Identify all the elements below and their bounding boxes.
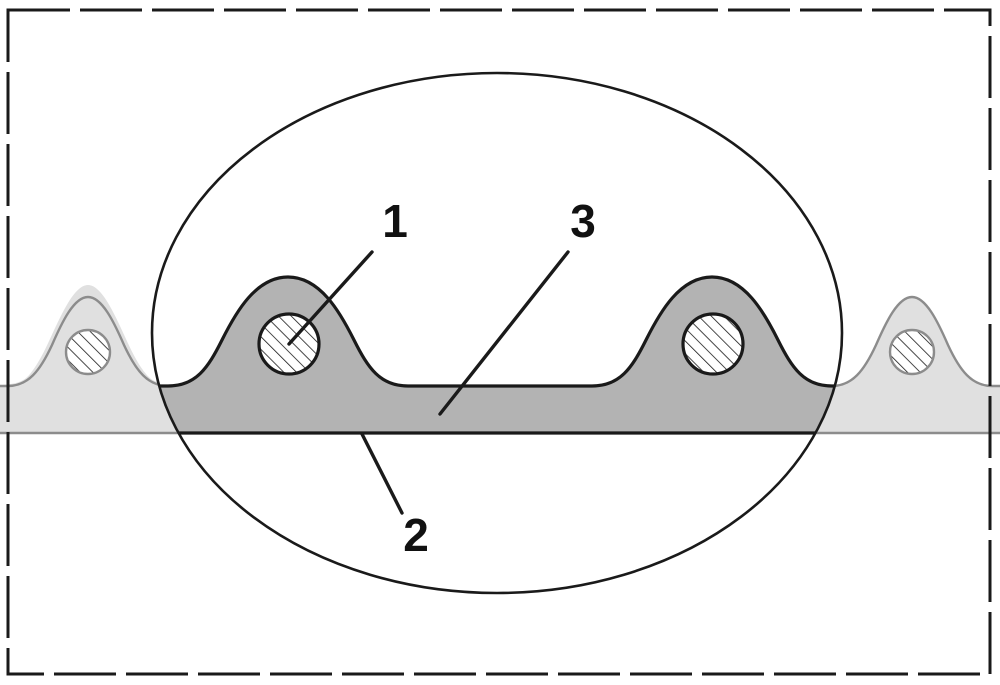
callout-label-1: 1 <box>382 195 408 247</box>
leader-line-2 <box>360 432 404 515</box>
wall-outline-detail <box>152 275 842 388</box>
reinforcement-wire-right <box>681 312 745 376</box>
leader-line-3 <box>438 250 570 416</box>
drawing-frame <box>6 8 992 676</box>
wall-inside-detail <box>152 275 842 435</box>
reinforcement-wire-outer-left <box>64 328 112 376</box>
leader-line-1 <box>287 250 374 346</box>
wall-outline-outer-left <box>0 295 362 388</box>
reinforcement-wire-outer-right <box>888 328 936 376</box>
callout-label-3: 3 <box>570 195 596 247</box>
detail-magnifier-ellipse <box>150 71 844 595</box>
callout-label-2: 2 <box>403 509 429 561</box>
wall-body-detail <box>152 277 842 433</box>
wall-outline-outer-right <box>638 295 1000 388</box>
